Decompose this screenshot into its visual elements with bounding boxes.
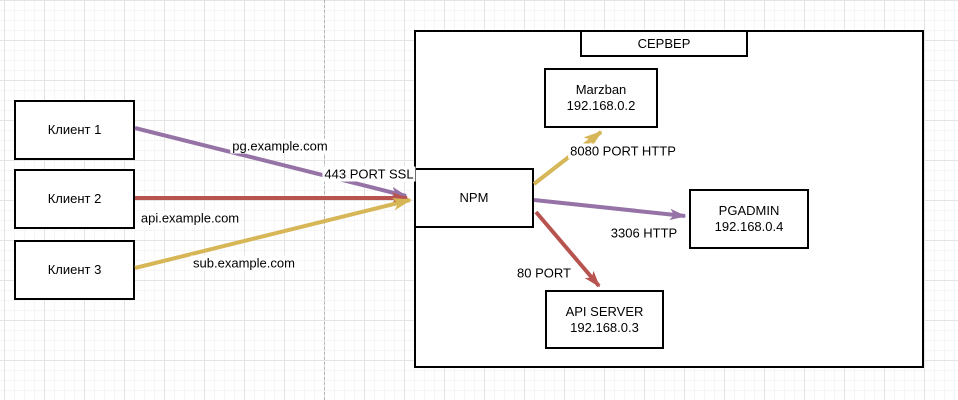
node-ip: 192.168.0.2 <box>566 98 636 113</box>
edge-client1-to-npm[interactable] <box>134 126 406 198</box>
node-label: Клиент 2 <box>47 191 102 206</box>
node-label: Marzban <box>575 82 627 97</box>
server-group-title[interactable]: СЕРВЕР <box>580 30 748 57</box>
node-label: API SERVER <box>565 303 644 319</box>
edge-client3-to-npm[interactable] <box>134 200 410 270</box>
node-label: PGADMIN <box>718 203 780 218</box>
edge-label-ssl-port[interactable]: 443 PORT SSL <box>322 166 416 182</box>
node-client-3[interactable]: Клиент 3 <box>14 240 135 300</box>
node-label: Клиент 3 <box>47 262 102 277</box>
edge-label-pg-domain[interactable]: pg.example.com <box>230 138 330 154</box>
server-group-title-label: СЕРВЕР <box>637 36 691 51</box>
node-client-1[interactable]: Клиент 1 <box>14 100 135 160</box>
node-ip: 192.168.0.3 <box>570 319 639 335</box>
node-label: NPM <box>459 190 489 205</box>
edge-label-api-port[interactable]: 80 PORT <box>515 265 573 281</box>
edge-label-sub-domain[interactable]: sub.example.com <box>191 255 297 271</box>
node-label: Клиент 1 <box>47 122 102 137</box>
node-marzban[interactable]: Marzban 192.168.0.2 <box>544 68 658 128</box>
edge-npm-to-pgadmin[interactable] <box>533 198 685 216</box>
node-ip: 192.168.0.4 <box>714 219 784 234</box>
edge-label-pgadmin-port[interactable]: 3306 HTTP <box>608 225 680 241</box>
edge-npm-to-api-server[interactable] <box>534 210 601 286</box>
edge-npm-to-marzban[interactable] <box>532 130 601 186</box>
edge-label-api-domain[interactable]: api.example.com <box>138 210 242 226</box>
node-client-2[interactable]: Клиент 2 <box>14 169 135 229</box>
edge-label-marzban-port[interactable]: 8080 PORT HTTP <box>568 143 678 159</box>
node-npm[interactable]: NPM <box>414 168 534 228</box>
node-api-server[interactable]: API SERVER 192.168.0.3 <box>545 290 664 349</box>
node-pgadmin[interactable]: PGADMIN 192.168.0.4 <box>689 189 809 249</box>
